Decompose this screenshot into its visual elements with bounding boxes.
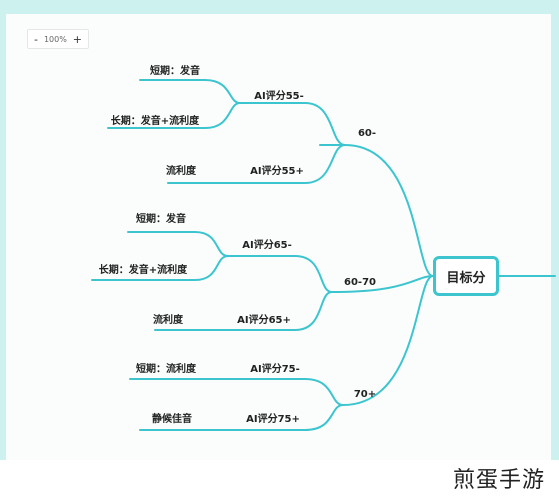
connector-root-60minus	[344, 144, 434, 277]
connector-ai55plus	[167, 144, 346, 184]
frame-left	[0, 0, 6, 500]
leaf-fluency-2: 流利度	[153, 313, 184, 326]
bottom-band	[0, 460, 559, 500]
zoom-out-button[interactable]: -	[34, 32, 38, 46]
zoom-control: - 100% +	[27, 29, 89, 49]
leaf-long-pronunciation-fluency-2: 长期：发音+流利度	[99, 263, 188, 276]
connector-root-70plus	[342, 275, 434, 406]
node-ai75minus: AI评分75-	[250, 362, 300, 375]
root-node-label: 目标分	[446, 270, 486, 286]
branch-label-60minus: 60-	[358, 128, 376, 139]
connector-long-pron-1	[107, 102, 241, 129]
branch-label-60-70: 60-70	[344, 277, 376, 288]
watermark-text: 煎蛋手游	[452, 468, 545, 493]
node-ai65plus: AI评分65+	[237, 313, 291, 326]
leaf-fluency-1: 流利度	[166, 164, 197, 177]
connector-short-pron-2	[127, 231, 229, 257]
root-node-target-score[interactable]: 目标分	[433, 256, 499, 296]
leaf-short-pronunciation-2: 短期：发音	[136, 212, 186, 225]
mindmap-canvas[interactable]	[6, 14, 551, 460]
leaf-short-pronunciation-1: 短期：发音	[150, 64, 200, 77]
connector-short-pron-1	[139, 79, 241, 104]
node-ai75plus: AI评分75+	[246, 412, 300, 425]
connector-root-60-70	[331, 275, 434, 293]
zoom-in-button[interactable]: +	[72, 32, 82, 46]
connector-ai75minus	[129, 378, 344, 406]
connector-ai65plus	[154, 291, 333, 331]
frame-top	[0, 0, 559, 14]
leaf-short-fluency: 短期：流利度	[136, 362, 197, 375]
node-ai65minus: AI评分65-	[242, 238, 292, 251]
frame-right	[551, 0, 559, 500]
leaf-long-pronunciation-fluency-1: 长期：发音+流利度	[111, 114, 200, 127]
connector-ai75plus	[139, 404, 344, 431]
connector-ai65minus	[227, 255, 333, 293]
branch-label-70plus: 70+	[354, 389, 376, 400]
connector-ai55minus	[239, 102, 346, 146]
leaf-await-results: 静候佳音	[152, 412, 192, 425]
zoom-level: 100%	[43, 34, 67, 44]
node-ai55minus: AI评分55-	[254, 89, 304, 102]
node-ai55plus: AI评分55+	[250, 164, 304, 177]
connector-long-pron-2	[91, 255, 229, 281]
